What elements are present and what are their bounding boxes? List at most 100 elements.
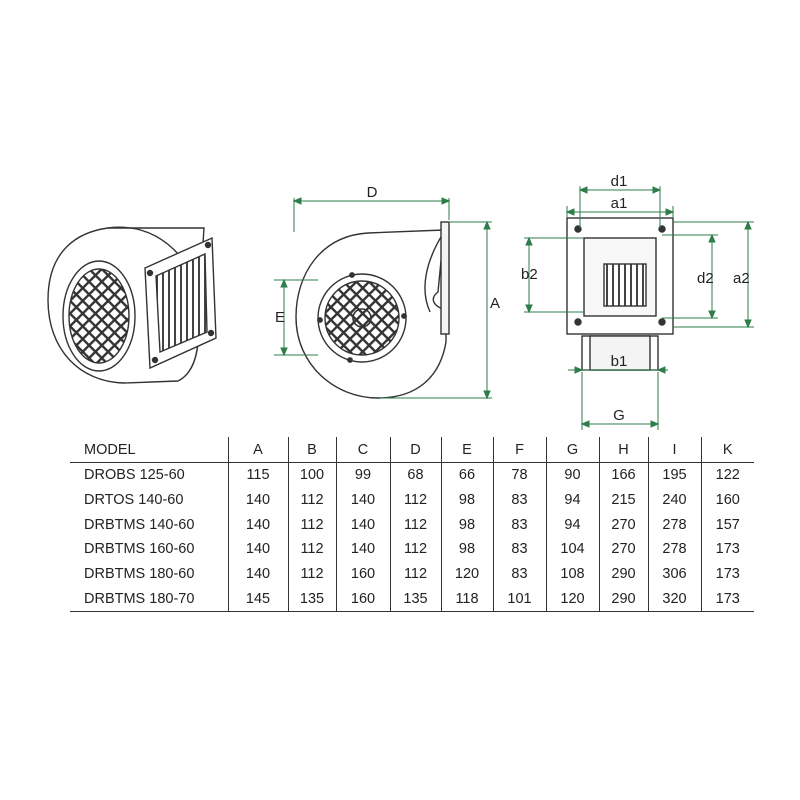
table-cell: 112 [287,537,336,562]
table-row: DRTOS 140-60 140 112 140 112 98 83 94 21… [70,487,754,513]
table-cell: 270 [598,537,648,562]
table-cell: 140 [227,512,288,538]
table-cell: 112 [389,512,441,538]
table-cell: 157 [700,512,754,538]
table-cell: 118 [440,586,493,613]
column-header: F [492,437,546,463]
dimensions-table: MODEL A B C D E F G H I K DROBS 125-60 1… [70,437,754,613]
table-cell: 98 [440,487,493,513]
model-cell: DRBTMS 160-60 [84,541,195,558]
table-cell: 112 [389,561,441,587]
table-cell: 112 [389,487,441,513]
table-header-row: MODEL A B C D E F G H I K [70,437,754,463]
table-cell: 100 [287,462,336,488]
column-header: H [598,437,648,463]
technical-drawing: D A E [47,173,754,430]
table-cell: 160 [335,561,390,587]
table-cell: 83 [492,512,546,538]
table-cell: 160 [335,586,390,613]
table-cell: 173 [700,586,754,613]
table-cell: 98 [440,537,493,562]
table-cell: 140 [335,537,390,562]
table-cell: 140 [227,487,288,513]
table-cell: 173 [700,561,754,587]
table-cell: 115 [227,462,288,488]
dimension-label-a1: a1 [611,195,628,212]
table-cell: 83 [492,487,546,513]
model-cell: DROBS 125-60 [84,467,185,484]
table-cell: 140 [335,512,390,538]
table-cell: 120 [545,586,599,613]
table-row: DRBTMS 180-60 140 112 160 112 120 83 108… [70,561,754,587]
table-cell: 306 [647,561,701,587]
table-cell: 195 [647,462,701,488]
dimension-label-A: A [490,295,500,312]
table-cell: 99 [335,462,390,488]
column-header: D [389,437,441,463]
table-cell: 66 [440,462,493,488]
table-cell: 104 [545,537,599,562]
table-row: DRBTMS 180-70 145 135 160 135 118 101 12… [70,586,754,613]
table-cell: 140 [227,561,288,587]
table-cell: 173 [700,537,754,562]
blower-perspective-view [47,226,217,384]
model-cell: DRBTMS 180-60 [84,566,195,583]
column-header: G [545,437,599,463]
table-cell: 112 [287,561,336,587]
table-cell: 122 [700,462,754,488]
table-cell: 101 [492,586,546,613]
table-cell: 112 [287,512,336,538]
blower-side-view [295,221,450,399]
table-cell: 108 [545,561,599,587]
dimension-label-top: D [367,184,378,201]
table-cell: 166 [598,462,648,488]
dimension-label-E: E [275,309,285,326]
table-cell: 215 [598,487,648,513]
model-cell: DRBTMS 140-60 [84,516,195,533]
dimension-label-d1: d1 [611,173,628,190]
table-cell: 68 [389,462,441,488]
table-row: DROBS 125-60 115 100 99 68 66 78 90 166 … [70,462,754,488]
dimension-label-b2: b2 [521,266,538,283]
table-cell: 83 [492,561,546,587]
table-cell: 135 [389,586,441,613]
table-cell: 145 [227,586,288,613]
table-cell: 90 [545,462,599,488]
column-header: C [335,437,390,463]
blower-front-view [566,217,674,371]
table-cell: 112 [389,537,441,562]
column-header: B [287,437,336,463]
column-header: I [647,437,701,463]
table-cell: 240 [647,487,701,513]
table-cell: 140 [227,537,288,562]
model-cell: DRTOS 140-60 [84,492,184,509]
table-cell: 278 [647,537,701,562]
table-cell: 320 [647,586,701,613]
model-cell: DRBTMS 180-70 [70,586,228,613]
column-header: E [440,437,493,463]
side-view-dimensions [274,197,492,400]
table-row: DRBTMS 160-60 140 112 140 112 98 83 104 … [70,537,754,562]
table-cell: 94 [545,512,599,538]
table-cell: 78 [492,462,546,488]
column-header: MODEL [70,437,228,463]
table-cell: 140 [335,487,390,513]
table-cell: 290 [598,586,648,613]
table-cell: 278 [647,512,701,538]
dimension-label-b1: b1 [611,353,628,370]
table-cell: 94 [545,487,599,513]
front-view-dimensions [524,186,754,430]
table-row: DRBTMS 140-60 140 112 140 112 98 83 94 2… [70,512,754,538]
table-cell: 120 [440,561,493,587]
dimension-label-G: G [613,407,625,424]
column-header: K [700,437,754,463]
table-cell: 270 [598,512,648,538]
table-cell: 135 [287,586,336,613]
table-cell: 83 [492,537,546,562]
table-cell: 160 [700,487,754,513]
table-cell: 112 [287,487,336,513]
table-cell: 98 [440,512,493,538]
column-header: A [227,437,288,463]
table-cell: 290 [598,561,648,587]
dimension-label-a2: a2 [733,270,750,287]
